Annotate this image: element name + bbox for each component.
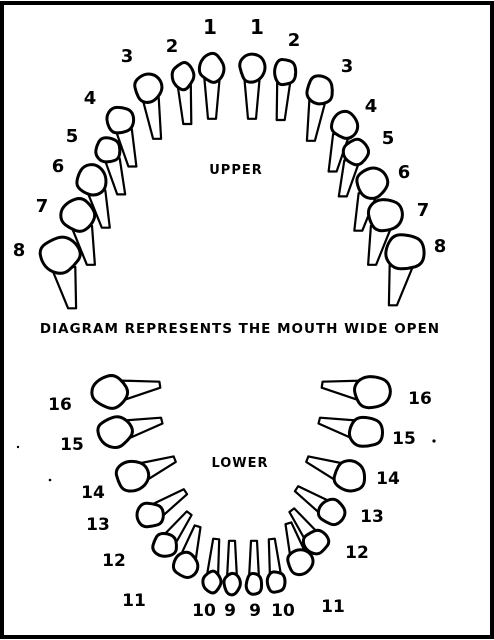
- upper-left-number-1: 1: [203, 15, 217, 39]
- lower-right-number-10: 10: [271, 601, 295, 621]
- lower-left-number-11: 11: [122, 591, 146, 611]
- lower-right-number-11: 11: [321, 597, 345, 617]
- lower-tooth: [267, 539, 285, 593]
- upper-left-number-8: 8: [13, 240, 26, 261]
- upper-right-number-6: 6: [398, 162, 411, 183]
- lower-label: LOWER: [211, 456, 268, 471]
- upper-left-number-4: 4: [84, 88, 97, 109]
- upper-tooth: [307, 76, 332, 141]
- upper-right-number-4: 4: [365, 96, 378, 117]
- lower-tooth: [306, 456, 364, 491]
- upper-tooth: [199, 53, 224, 118]
- lower-left-number-10: 10: [192, 601, 216, 621]
- upper-right-number-2: 2: [288, 30, 301, 51]
- diagram-caption: DIAGRAM REPRESENTS THE MOUTH WIDE OPEN: [40, 321, 440, 337]
- upper-right-number-3: 3: [341, 56, 354, 77]
- lower-tooth: [98, 417, 163, 448]
- upper-right-number-1: 1: [250, 15, 264, 39]
- lower-tooth: [203, 539, 221, 593]
- lower-left-number-9: 9: [224, 601, 236, 621]
- lower-right-number-15: 15: [392, 429, 416, 449]
- upper-right-number-5: 5: [382, 128, 395, 149]
- upper-tooth: [275, 59, 296, 120]
- upper-right-number-7: 7: [417, 200, 430, 221]
- lower-left-number-13: 13: [86, 515, 110, 535]
- upper-left-number-6: 6: [52, 156, 65, 177]
- speck: [49, 479, 52, 482]
- upper-tooth: [386, 235, 424, 306]
- lower-tooth: [246, 541, 261, 594]
- lower-tooth: [224, 541, 240, 595]
- lower-right-number-12: 12: [345, 543, 369, 563]
- upper-arch: [40, 53, 424, 308]
- upper-right-number-8: 8: [434, 236, 447, 257]
- lower-tooth: [92, 376, 160, 409]
- lower-tooth: [116, 456, 176, 491]
- lower-right-number-14: 14: [376, 469, 400, 489]
- upper-label: UPPER: [209, 163, 263, 178]
- speck: [17, 446, 19, 448]
- upper-left-number-3: 3: [121, 46, 134, 67]
- lower-right-number-9: 9: [249, 601, 261, 621]
- upper-tooth: [40, 237, 80, 308]
- lower-left-number-12: 12: [102, 551, 126, 571]
- lower-right-number-13: 13: [360, 507, 384, 527]
- lower-tooth: [322, 377, 391, 408]
- upper-left-number-5: 5: [66, 126, 79, 147]
- upper-tooth: [240, 54, 265, 119]
- upper-tooth: [135, 74, 162, 139]
- upper-left-number-2: 2: [166, 36, 179, 57]
- lower-left-number-14: 14: [81, 483, 105, 503]
- lower-tooth: [319, 417, 383, 446]
- upper-tooth: [172, 62, 194, 124]
- speck: [432, 439, 435, 442]
- upper-left-number-7: 7: [36, 196, 49, 217]
- lower-left-number-16: 16: [48, 395, 72, 415]
- lower-right-number-16: 16: [408, 389, 432, 409]
- lower-left-number-15: 15: [60, 435, 84, 455]
